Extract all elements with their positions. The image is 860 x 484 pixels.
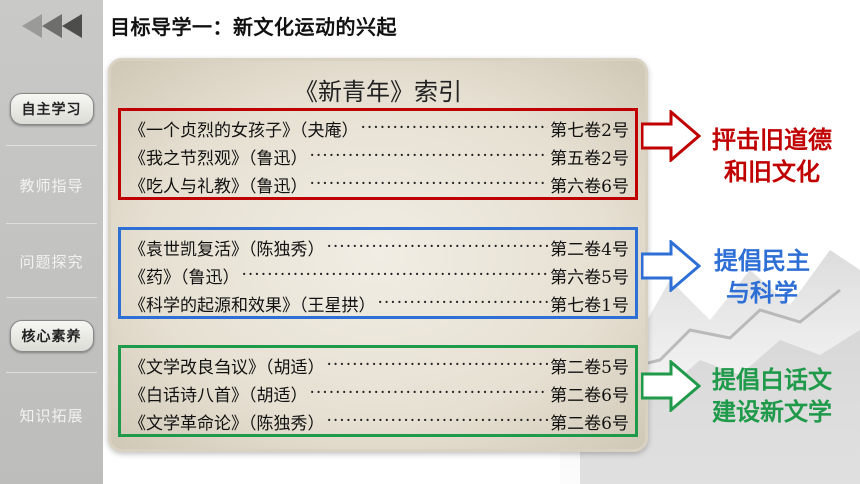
- leader-dots: ········································…: [309, 383, 549, 403]
- index-row: 《科学的起源和效果》（王星拱） ························…: [129, 290, 629, 316]
- sidebar-item-self-study[interactable]: 自主学习: [0, 86, 103, 132]
- book-title: 《我之节烈观》（鲁迅）: [129, 148, 308, 169]
- group-traditional-morality: 《一个贞烈的女孩子》（夬庵） ·························…: [118, 108, 638, 200]
- volume-number: 第二卷6号: [550, 413, 629, 434]
- book-title: 《一个贞烈的女孩子》（夬庵）: [129, 120, 359, 141]
- group-vernacular-literature: 《文学改良刍议》（胡适） ···························…: [118, 345, 638, 437]
- volume-number: 第二卷4号: [550, 239, 629, 260]
- volume-number: 第七卷1号: [550, 295, 629, 316]
- group-democracy-science: 《袁世凯复活》（陈独秀） ···························…: [118, 227, 638, 319]
- arrow-right-icon: [641, 110, 701, 162]
- volume-number: 第五卷2号: [550, 148, 629, 169]
- sidebar-item-teacher-guide[interactable]: 教师指导: [0, 162, 103, 208]
- sidebar-divider: [6, 223, 97, 224]
- label-line: 提倡白话文: [712, 366, 832, 394]
- arrow-right-icon: [641, 360, 701, 412]
- card-title: 《新青年》索引: [294, 78, 462, 106]
- book-title: 《文学革命论》（陈独秀）: [129, 413, 325, 434]
- sidebar-divider: [6, 145, 97, 146]
- volume-number: 第七卷2号: [550, 120, 629, 141]
- index-row: 《一个贞烈的女孩子》（夬庵） ·························…: [129, 115, 629, 141]
- sidebar-item-label: 核心素养: [9, 320, 94, 352]
- volume-number: 第六卷6号: [550, 176, 629, 197]
- index-row: 《文学改良刍议》（胡适） ···························…: [129, 352, 629, 378]
- category-label-red: 抨击旧道德 和旧文化: [692, 124, 852, 188]
- index-row: 《吃人与礼教》（鲁迅） ····························…: [129, 171, 629, 197]
- sidebar-item-core-literacy[interactable]: 核心素养: [0, 313, 103, 359]
- sidebar: 自主学习 教师指导 问题探究 核心素养 知识拓展: [0, 0, 103, 484]
- sidebar-item-label: 教师指导: [19, 176, 84, 195]
- leader-dots: ········································…: [326, 411, 549, 431]
- book-title: 《文学改良刍议》（胡适）: [129, 357, 325, 378]
- index-row: 《药》（鲁迅） ································…: [129, 262, 629, 288]
- category-label-green: 提倡白话文 建设新文学: [692, 364, 852, 428]
- leader-dots: ········································…: [377, 293, 549, 313]
- label-line: 提倡民主: [714, 247, 810, 275]
- index-row: 《文学革命论》（陈独秀） ···························…: [129, 408, 629, 434]
- label-line: 建设新文学: [712, 398, 832, 426]
- sidebar-divider: [6, 297, 97, 298]
- book-title: 《袁世凯复活》（陈独秀）: [129, 239, 325, 260]
- triple-chevron-left-icon[interactable]: [20, 10, 82, 42]
- leader-dots: ········································…: [309, 146, 549, 166]
- leader-dots: ········································…: [326, 237, 549, 257]
- book-title: 《吃人与礼教》（鲁迅）: [129, 176, 308, 197]
- sidebar-item-label: 自主学习: [9, 93, 94, 125]
- label-line: 与科学: [726, 279, 798, 307]
- label-line: 抨击旧道德: [712, 126, 832, 154]
- category-label-blue: 提倡民主 与科学: [692, 245, 832, 309]
- index-row: 《白话诗八首》（胡适） ····························…: [129, 380, 629, 406]
- sidebar-item-label: 问题探究: [19, 252, 84, 271]
- page-title: 目标导学一：新文化运动的兴起: [110, 15, 397, 39]
- book-title: 《药》（鲁迅）: [129, 267, 240, 288]
- arrow-right-icon: [641, 240, 701, 292]
- index-card: 《新青年》索引 《一个贞烈的女孩子》（夬庵） ·················…: [108, 58, 648, 452]
- index-row: 《袁世凯复活》（陈独秀） ···························…: [129, 234, 629, 260]
- book-title: 《白话诗八首》（胡适）: [129, 385, 308, 406]
- volume-number: 第二卷5号: [550, 357, 629, 378]
- leader-dots: ········································…: [360, 118, 549, 138]
- leader-dots: ········································…: [309, 174, 549, 194]
- sidebar-item-label: 知识拓展: [19, 406, 84, 425]
- volume-number: 第二卷6号: [550, 385, 629, 406]
- label-line: 和旧文化: [724, 158, 820, 186]
- sidebar-divider: [6, 372, 97, 373]
- sidebar-item-extension[interactable]: 知识拓展: [0, 392, 103, 438]
- volume-number: 第六卷5号: [550, 267, 629, 288]
- leader-dots: ········································…: [241, 265, 549, 285]
- sidebar-item-inquiry[interactable]: 问题探究: [0, 238, 103, 284]
- index-row: 《我之节烈观》（鲁迅） ····························…: [129, 143, 629, 169]
- book-title: 《科学的起源和效果》（王星拱）: [129, 295, 376, 316]
- leader-dots: ········································…: [326, 355, 549, 375]
